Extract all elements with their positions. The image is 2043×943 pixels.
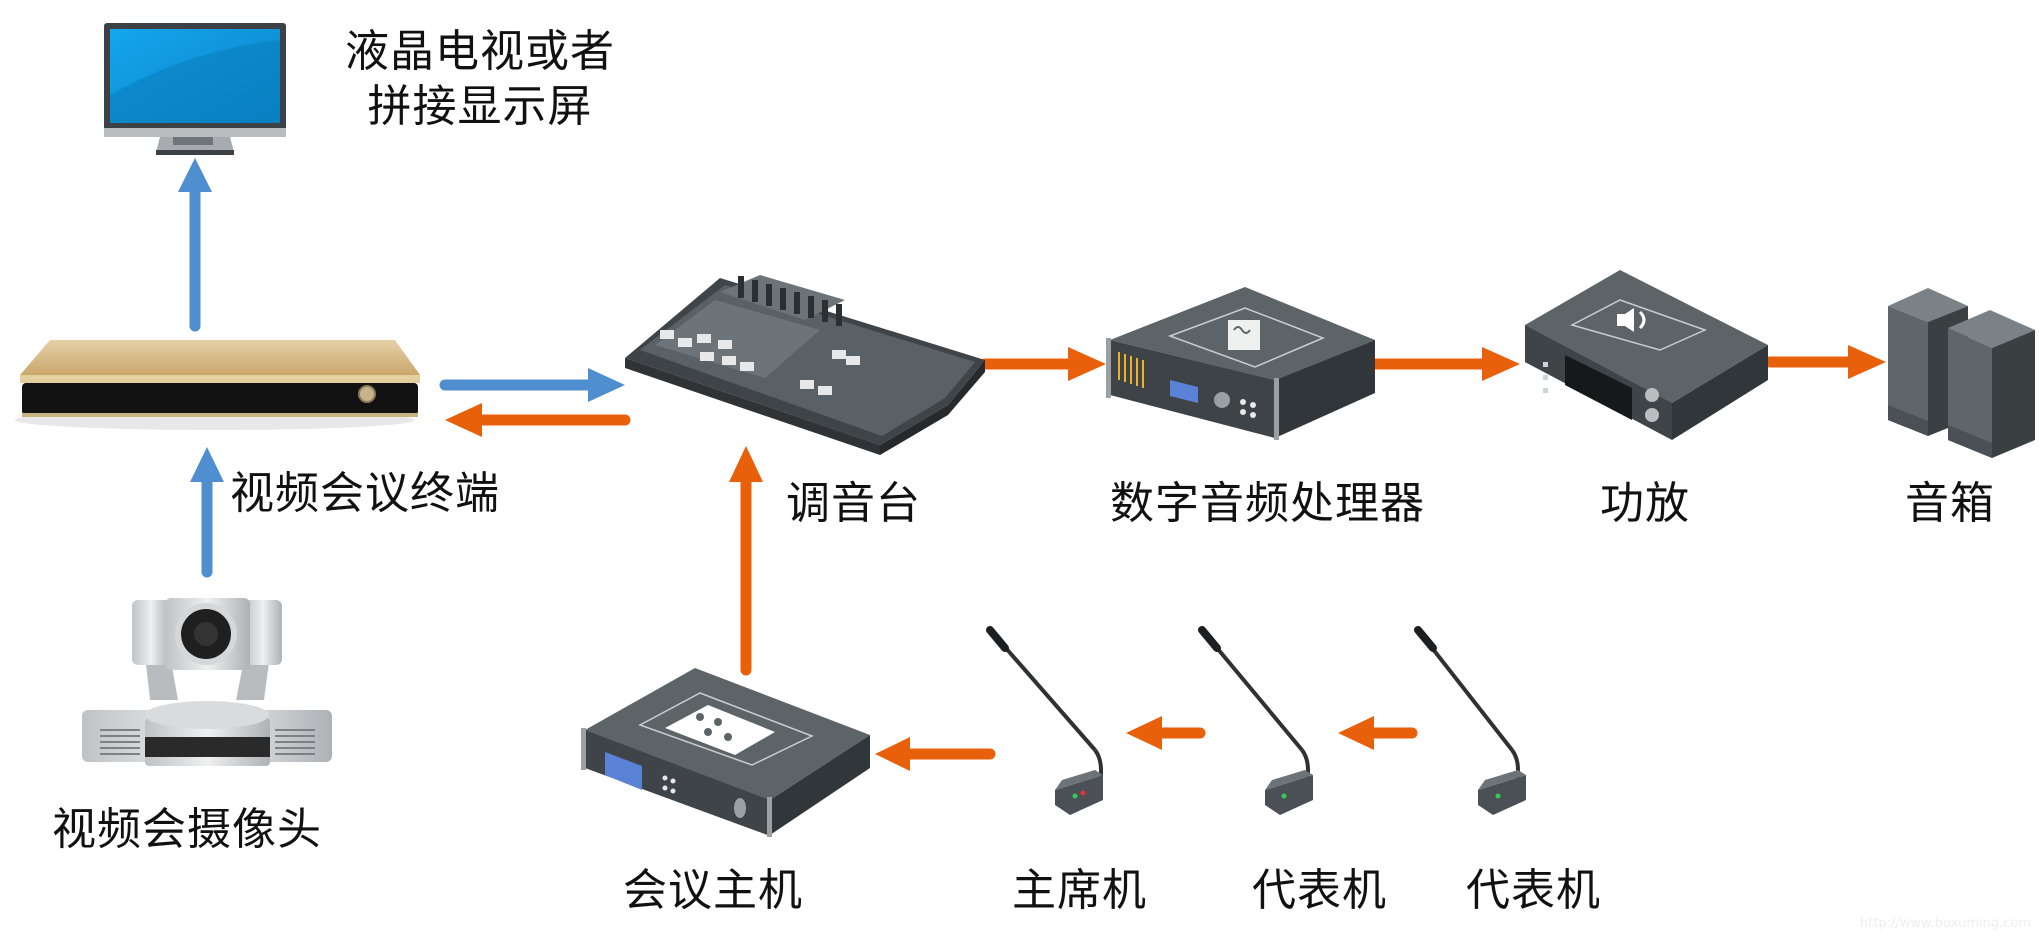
- conference-host-icon: [581, 668, 870, 837]
- gooseneck-mic-icon-chairman: [986, 626, 1103, 815]
- label-terminal: 视频会议终端: [230, 468, 500, 519]
- ptz-camera-icon: [82, 598, 332, 766]
- edge-host-to-mixer: [729, 446, 763, 676]
- label-dsp: 数字音频处理器: [1110, 478, 1425, 529]
- edge-mixer-to-terminal: [445, 403, 631, 437]
- label-display: 液晶电视或者 拼接显示屏: [345, 26, 615, 132]
- edge-amplifier-to-speakers: [1764, 345, 1886, 379]
- video-terminal-icon: [15, 340, 420, 430]
- monitor-icon: [104, 23, 286, 155]
- mixer-icon: [625, 275, 985, 455]
- edge-delegate2-to-delegate1: [1338, 716, 1418, 750]
- dsp-icon: [1106, 287, 1375, 440]
- label-chairman: 主席机: [1012, 865, 1147, 916]
- edge-terminal-to-display: [178, 158, 212, 332]
- label-camera: 视频会摄像头: [52, 804, 322, 855]
- label-speakers: 音箱: [1905, 478, 1995, 529]
- gooseneck-mic-icon-delegate2: [1414, 626, 1526, 815]
- amplifier-icon: [1525, 270, 1768, 440]
- label-mixer: 调音台: [786, 478, 921, 529]
- edge-delegate1-to-chairman: [1126, 716, 1206, 750]
- edge-terminal-to-mixer: [439, 368, 625, 402]
- edge-dsp-to-amplifier: [1370, 347, 1520, 381]
- label-delegate1: 代表机: [1252, 865, 1387, 916]
- speaker-icon: [1888, 288, 2035, 458]
- label-delegate2: 代表机: [1466, 865, 1601, 916]
- edge-mixer-to-dsp: [979, 347, 1106, 381]
- label-host: 会议主机: [623, 865, 803, 916]
- edge-camera-to-terminal: [190, 447, 224, 578]
- gooseneck-mic-icon-delegate1: [1198, 626, 1313, 815]
- edge-chairman-to-host: [875, 737, 996, 771]
- label-amplifier: 功放: [1600, 478, 1690, 529]
- watermark: http://www.boxuming.com: [1859, 916, 2031, 931]
